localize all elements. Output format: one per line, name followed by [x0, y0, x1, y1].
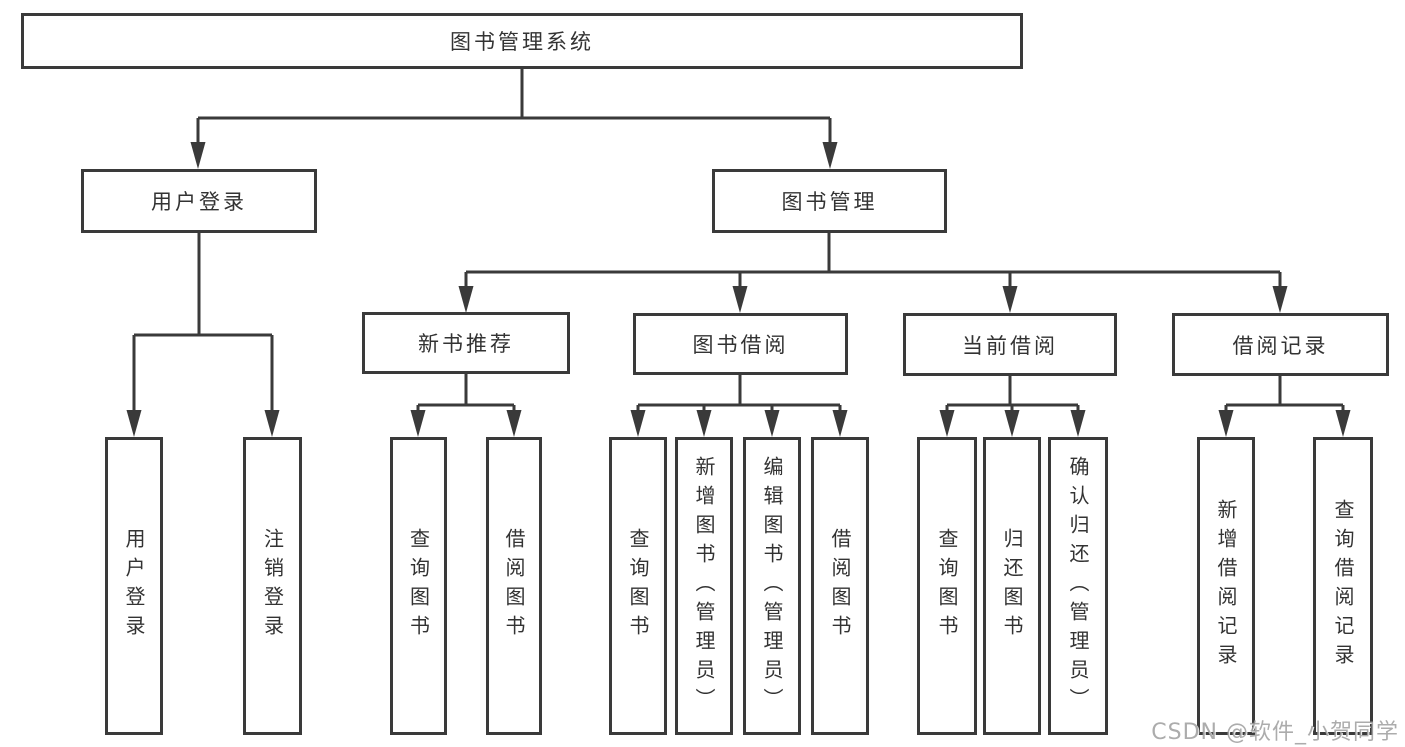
node-add-book-admin: 新增图书（管理员）	[675, 437, 733, 735]
node-return-book: 归还图书	[983, 437, 1041, 735]
node-add-borrow-record: 新增借阅记录	[1197, 437, 1255, 735]
node-library-system: 图书管理系统	[21, 13, 1023, 69]
node-query-books-borrow: 查询图书	[609, 437, 667, 735]
node-logout-action: 注销登录	[243, 437, 302, 735]
node-borrowing-records: 借阅记录	[1172, 313, 1389, 376]
node-borrow-books-recommend: 借阅图书	[486, 437, 542, 735]
node-query-books-current: 查询图书	[917, 437, 977, 735]
node-borrow-books-action: 借阅图书	[811, 437, 869, 735]
csdn-watermark: CSDN @软件_小贺同学	[1151, 720, 1399, 745]
node-book-management: 图书管理	[712, 169, 947, 233]
node-new-book-recommend: 新书推荐	[362, 312, 570, 374]
node-query-borrow-record: 查询借阅记录	[1313, 437, 1373, 735]
node-current-borrowing: 当前借阅	[903, 313, 1117, 376]
node-query-books-recommend: 查询图书	[390, 437, 447, 735]
node-user-login-action: 用户登录	[105, 437, 163, 735]
node-user-login: 用户登录	[81, 169, 317, 233]
node-confirm-return-admin: 确认归还（管理员）	[1048, 437, 1108, 735]
node-book-borrowing: 图书借阅	[633, 313, 848, 375]
node-edit-book-admin: 编辑图书（管理员）	[743, 437, 801, 735]
